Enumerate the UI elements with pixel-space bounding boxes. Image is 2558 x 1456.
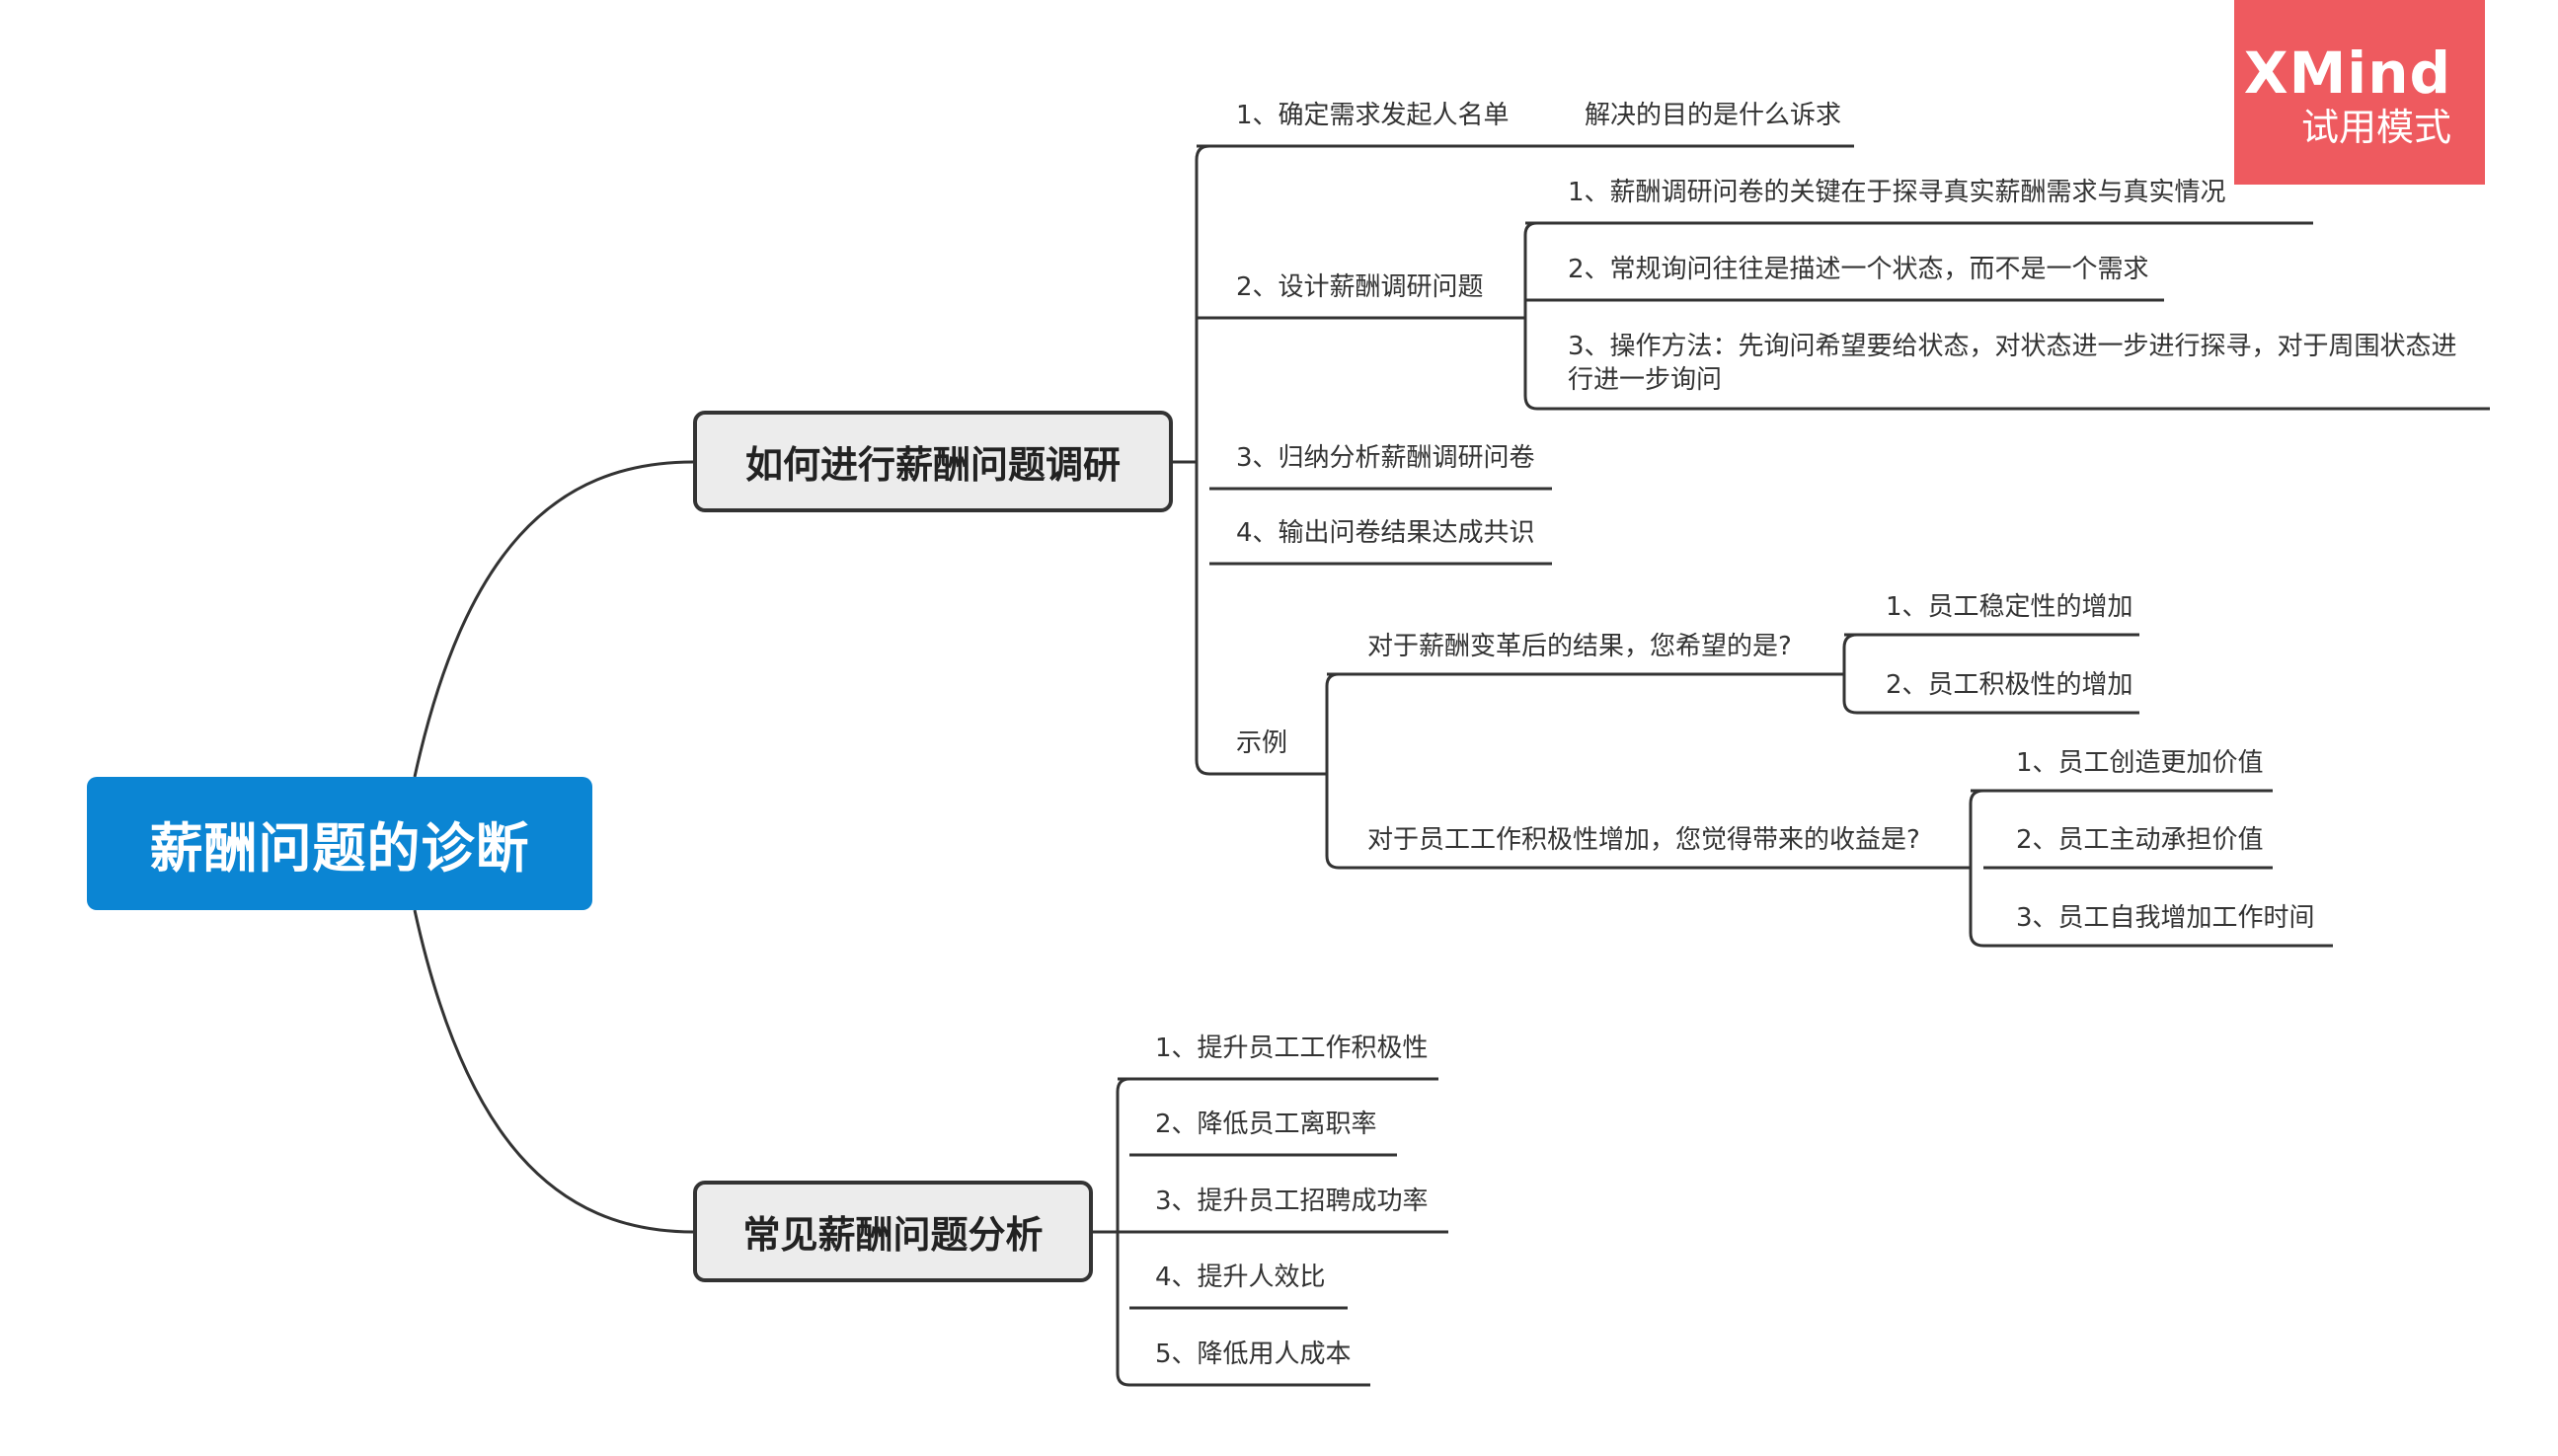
- connector-branch1-trunk: [1195, 144, 1210, 776]
- topic-answer-motivation[interactable]: 2、员工积极性的增加: [1886, 670, 2133, 700]
- connector-root-branch1: [413, 460, 694, 778]
- branch-topic-analysis[interactable]: 常见薪酬问题分析: [693, 1181, 1093, 1282]
- watermark-mode: 试用模式: [2300, 106, 2451, 149]
- connector-q1-answers: [1842, 633, 1858, 715]
- topic-improve-efficiency[interactable]: 4、提升人效比: [1155, 1263, 1326, 1292]
- topic-question-method[interactable]: 3、操作方法：先询问希望要给状态，对状态进一步进行探寻，对于周围状态进行进一步询…: [1568, 332, 2457, 395]
- topic-answer-responsibility[interactable]: 2、员工主动承担价值: [2016, 825, 2264, 855]
- topic-output-consensus[interactable]: 4、输出问卷结果达成共识: [1236, 518, 1535, 548]
- watermark-brand: XMind: [2243, 39, 2451, 107]
- connector-example-children: [1325, 672, 1340, 870]
- topic-improve-motivation[interactable]: 1、提升员工工作积极性: [1155, 1034, 1429, 1063]
- connector-q2-answers: [1969, 789, 1984, 948]
- topic-example[interactable]: 示例: [1236, 728, 1288, 758]
- topic-answer-value[interactable]: 1、员工创造更加价值: [2016, 748, 2264, 778]
- topic-confirm-initiators[interactable]: 1、确定需求发起人名单: [1236, 101, 1510, 130]
- topic-design-questions[interactable]: 2、设计薪酬调研问题: [1236, 272, 1484, 302]
- topic-answer-worktime[interactable]: 3、员工自我增加工作时间: [2016, 903, 2315, 933]
- topic-improve-recruiting[interactable]: 3、提升员工招聘成功率: [1155, 1187, 1429, 1216]
- topic-analyze-survey[interactable]: 3、归纳分析薪酬调研问卷: [1236, 443, 1535, 473]
- connector-n2-children: [1523, 221, 1538, 411]
- topic-question-key[interactable]: 1、薪酬调研问卷的关键在于探寻真实薪酬需求与真实情况: [1568, 178, 2226, 207]
- xmind-trial-watermark: XMind 试用模式: [2234, 0, 2485, 185]
- topic-reduce-turnover[interactable]: 2、降低员工离职率: [1155, 1110, 1377, 1139]
- topic-purpose-demand[interactable]: 解决的目的是什么诉求: [1585, 101, 1842, 130]
- connector-root-branch2: [413, 909, 694, 1234]
- branch-topic-research[interactable]: 如何进行薪酬问题调研: [693, 411, 1173, 512]
- root-topic[interactable]: 薪酬问题的诊断: [87, 777, 592, 910]
- topic-question-benefit[interactable]: 对于员工工作积极性增加，您觉得带来的收益是?: [1367, 825, 1920, 855]
- topic-question-state[interactable]: 2、常规询问往往是描述一个状态，而不是一个需求: [1568, 255, 2149, 284]
- topic-reduce-cost[interactable]: 5、降低用人成本: [1155, 1340, 1352, 1369]
- topic-answer-stability[interactable]: 1、员工稳定性的增加: [1886, 592, 2133, 622]
- topic-question-result[interactable]: 对于薪酬变革后的结果，您希望的是?: [1367, 632, 1792, 661]
